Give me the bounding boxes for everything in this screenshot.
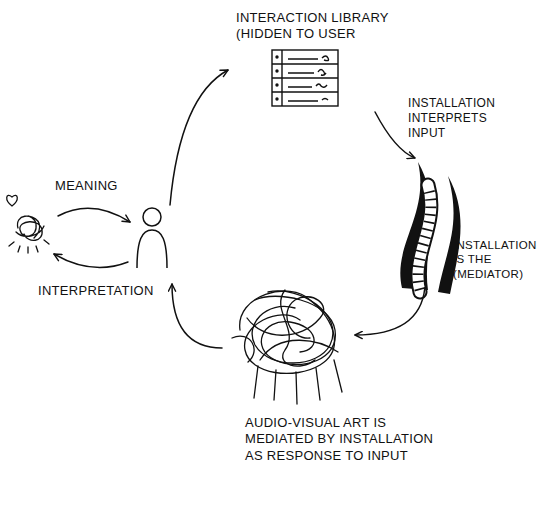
node-text: INSTALLATION IS THE (MEDIATOR) [453, 238, 536, 281]
label-holder: MEANING [55, 178, 118, 194]
worm-figure [400, 162, 460, 294]
node-text: INTERACTION LIBRARY (HIDDEN TO USER [236, 10, 398, 43]
flow-label: MEANING [55, 178, 118, 194]
edge-label: INSTALLATION INTERPRETS INPUT [408, 96, 508, 141]
library-node: INTERACTION LIBRARY (HIDDEN TO USER [232, 4, 397, 112]
person-figure [137, 208, 167, 268]
art-node: AUDIO-VISUAL ART IS MEDIATED BY INSTALLA… [225, 285, 355, 410]
edge-label-holder: INSTALLATION INTERPRETS INPUT [408, 96, 508, 141]
cycle-arrows [54, 70, 228, 348]
label-holder: INTERPRETATION [38, 283, 154, 299]
node-text: AUDIO-VISUAL ART IS MEDIATED BY INSTALLA… [245, 415, 435, 464]
installation-node: INSTALLATION IS THE (MEDIATOR) [395, 158, 537, 288]
heart-tangle [7, 195, 49, 253]
list-icon [272, 50, 338, 106]
flow-arrow [355, 288, 425, 335]
flow-label: INTERPRETATION [38, 283, 154, 299]
art-scribble [232, 290, 342, 404]
